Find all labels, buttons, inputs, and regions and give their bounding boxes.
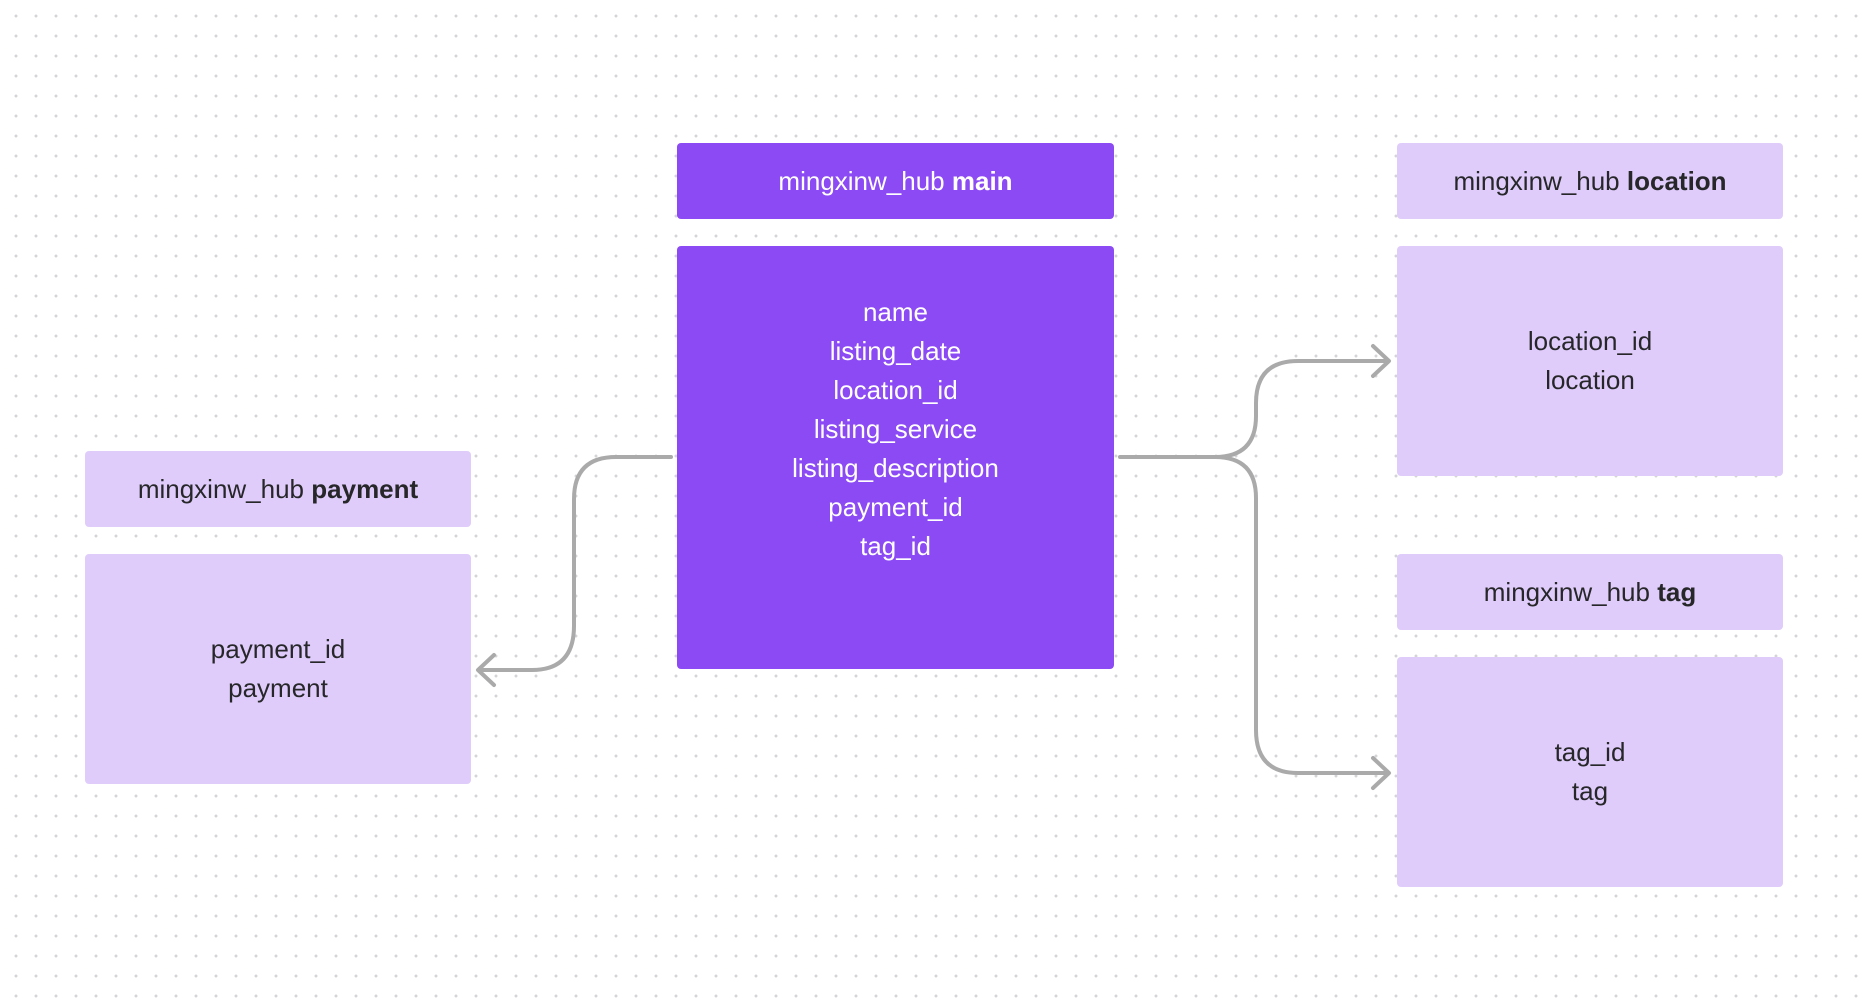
arrowhead-payment-icon bbox=[476, 653, 496, 687]
field-tag: tag bbox=[1571, 776, 1609, 806]
arrowhead-location-icon bbox=[1371, 344, 1391, 378]
field-name: name bbox=[862, 297, 929, 327]
field-listing-description: listing_description bbox=[792, 453, 999, 483]
payment-table-name: payment bbox=[311, 473, 419, 504]
connector-main-to-location bbox=[1118, 359, 1389, 459]
location-table-prefix: mingxinw_hub bbox=[1453, 165, 1620, 196]
field-location-id: location_id bbox=[1527, 326, 1653, 356]
field-location: location bbox=[1545, 365, 1635, 395]
main-table-body[interactable]: name listing_date location_id listing_se… bbox=[677, 246, 1114, 669]
payment-table-prefix: mingxinw_hub bbox=[137, 473, 305, 504]
tag-table-body[interactable]: tag_id tag bbox=[1397, 657, 1783, 887]
main-table-prefix: mingxinw_hub bbox=[778, 165, 945, 196]
location-table-header[interactable]: mingxinw_hub location bbox=[1397, 143, 1783, 219]
connector-main-to-payment bbox=[478, 455, 673, 672]
payment-table-body[interactable]: payment_id payment bbox=[85, 554, 471, 784]
field-listing-date: listing_date bbox=[829, 336, 962, 366]
field-tag-id: tag_id bbox=[860, 531, 931, 561]
tag-table-name: tag bbox=[1657, 576, 1697, 607]
field-payment-id: payment_id bbox=[210, 634, 346, 664]
field-listing-service: listing_service bbox=[813, 414, 978, 444]
field-payment: payment bbox=[228, 673, 328, 703]
location-table-body[interactable]: location_id location bbox=[1397, 246, 1783, 476]
payment-table-header[interactable]: mingxinw_hub payment bbox=[85, 451, 471, 527]
tag-table-prefix: mingxinw_hub bbox=[1483, 576, 1650, 607]
field-tag-id: tag_id bbox=[1554, 737, 1626, 767]
main-table-name: main bbox=[951, 165, 1013, 196]
arrowhead-tag-icon bbox=[1371, 756, 1391, 790]
field-payment-id: payment_id bbox=[828, 492, 963, 522]
location-table-name: location bbox=[1626, 165, 1727, 196]
field-location-id: location_id bbox=[833, 375, 958, 405]
connector-main-to-tag bbox=[1213, 455, 1389, 775]
main-table-header[interactable]: mingxinw_hub main bbox=[677, 143, 1114, 219]
tag-table-header[interactable]: mingxinw_hub tag bbox=[1397, 554, 1783, 630]
